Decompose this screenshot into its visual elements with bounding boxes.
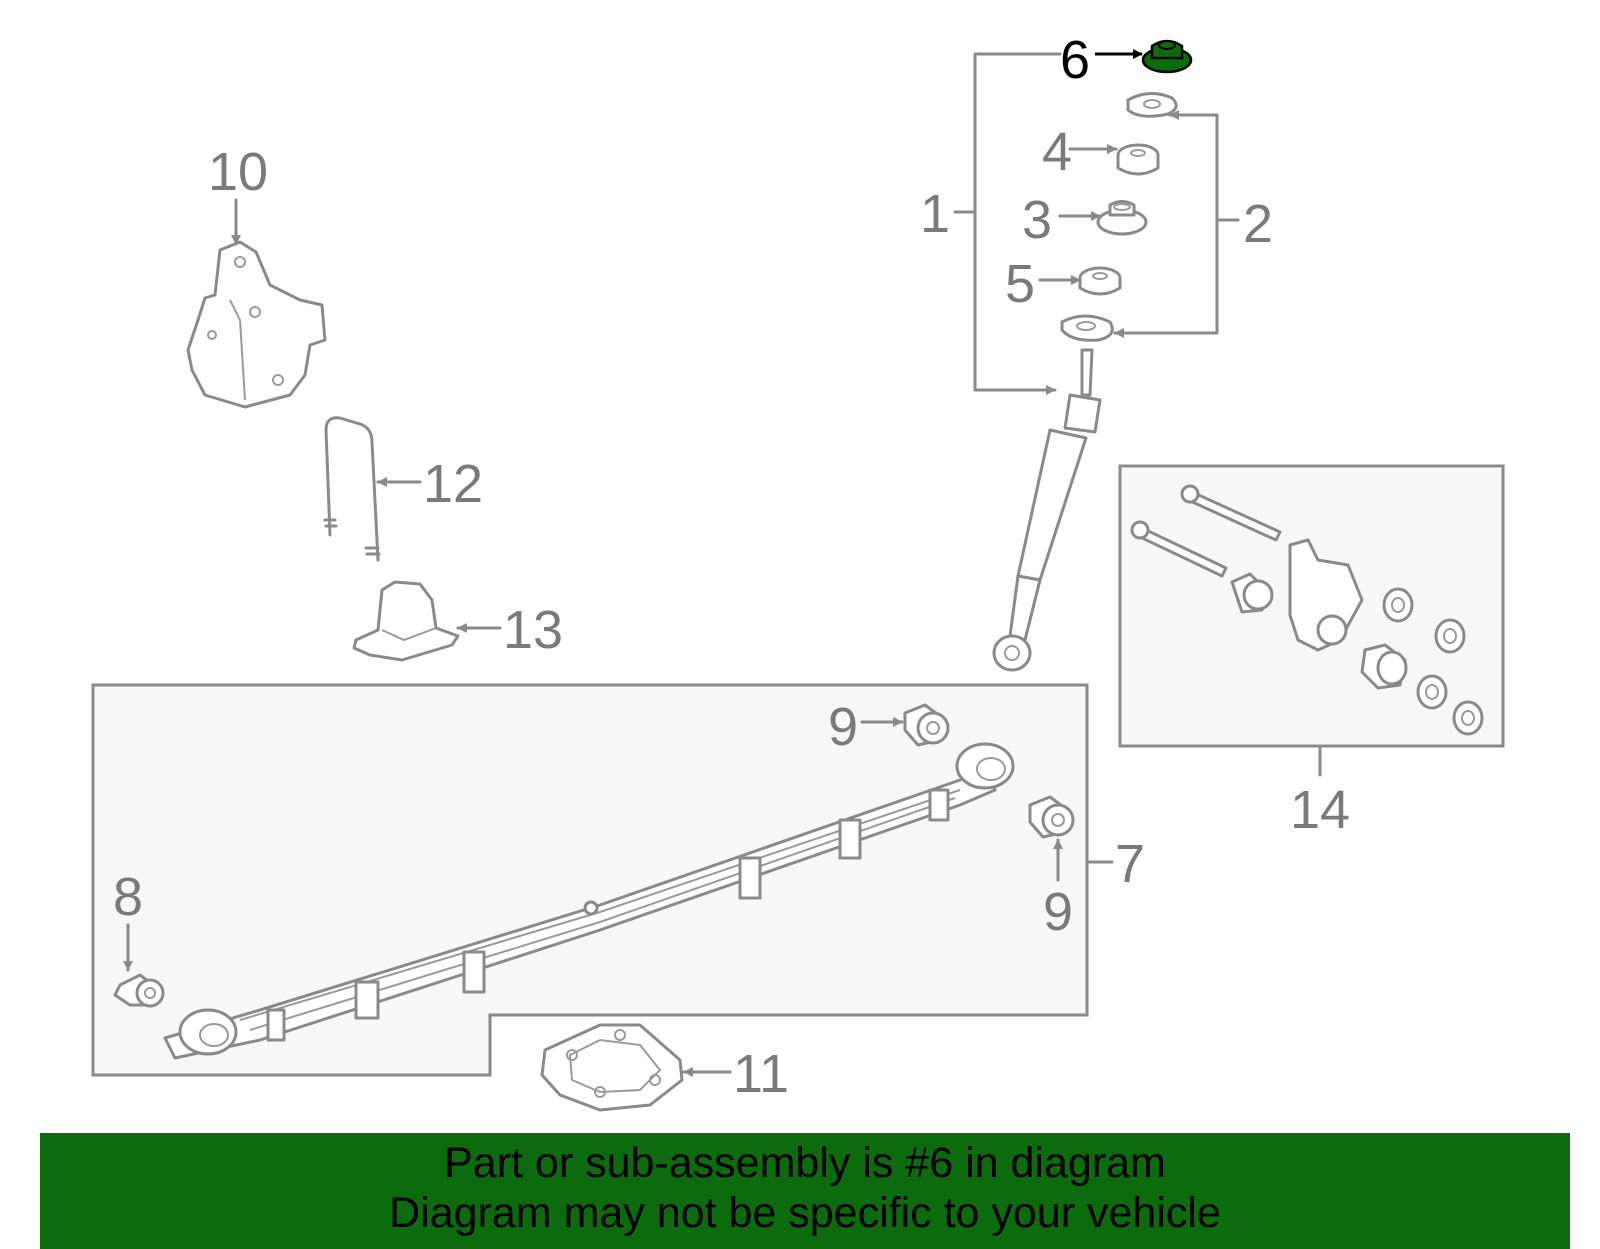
bushing-front-part (113, 973, 165, 1008)
leaf-spring-box (91, 683, 1089, 1077)
spring-hanger-part (186, 240, 327, 409)
shock-absorber-part (992, 348, 1102, 672)
callout-5: 5 (1005, 254, 1035, 314)
leaf-spring-part (163, 742, 1015, 1060)
cushion-3-part (1096, 200, 1148, 236)
spring-plate-part (540, 1023, 684, 1112)
bracket-2-top (1113, 113, 1219, 338)
info-banner: Part or sub-assembly is #6 in diagram Di… (40, 1133, 1570, 1249)
callout-1: 1 (920, 184, 950, 244)
callout-10: 10 (208, 142, 268, 202)
banner-line-2: Diagram may not be specific to your vehi… (389, 1189, 1221, 1237)
spring-seat-part (352, 580, 460, 662)
bracket-1 (973, 52, 1062, 395)
callout-7: 7 (1115, 834, 1145, 894)
u-bolt-part (323, 416, 381, 562)
callout-11: 11 (733, 1044, 789, 1104)
callout-12: 12 (423, 454, 483, 514)
callout-8: 8 (113, 867, 143, 927)
callout-14: 14 (1290, 780, 1350, 840)
callout-2: 2 (1243, 194, 1273, 254)
callout-9-lower: 9 (1043, 882, 1073, 942)
banner-line-1: Part or sub-assembly is #6 in diagram (444, 1139, 1166, 1187)
bushing-rear-lower-part (1028, 795, 1075, 839)
cushion-5-part (1078, 266, 1122, 296)
retainer-lower-part (1060, 314, 1114, 342)
callout-6: 6 (1060, 30, 1090, 90)
callout-9-upper: 9 (828, 697, 858, 757)
callout-13: 13 (503, 600, 563, 660)
callout-3: 3 (1022, 190, 1052, 250)
bushing-rear-upper-part (903, 703, 950, 747)
callout-4: 4 (1042, 122, 1072, 182)
cushion-4-part (1116, 143, 1160, 176)
retainer-upper-part (1126, 92, 1178, 118)
nut-6-highlighted-part (1141, 39, 1193, 74)
shackle-kit-parts (1130, 484, 1484, 736)
